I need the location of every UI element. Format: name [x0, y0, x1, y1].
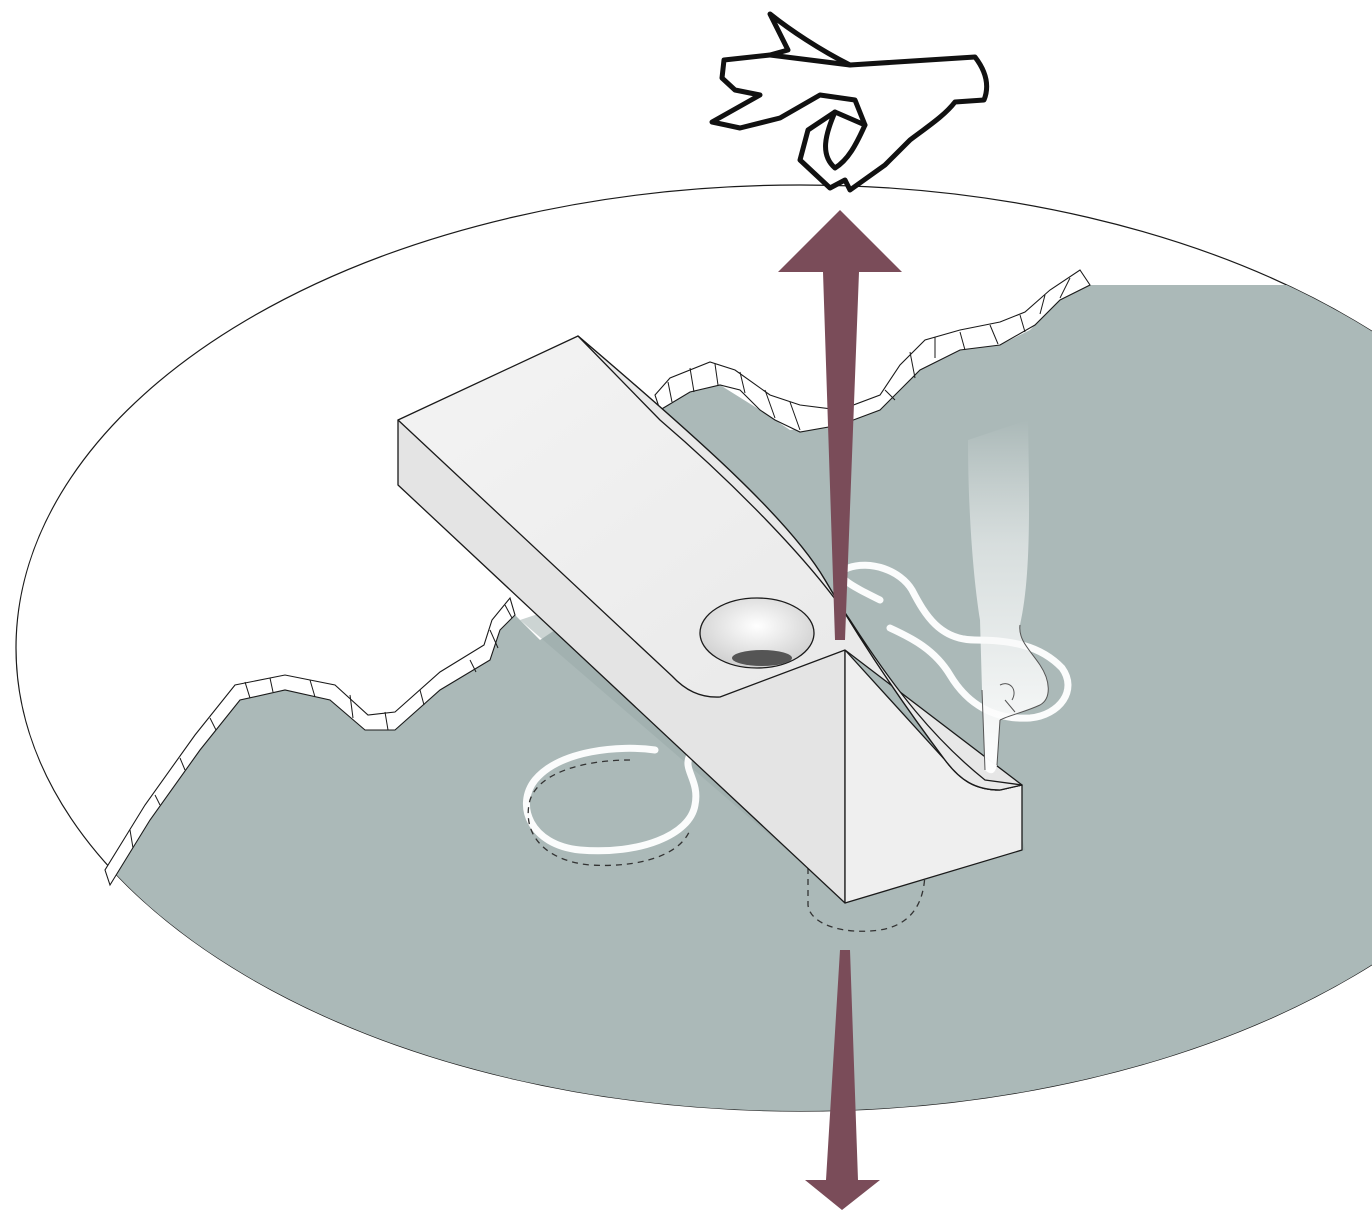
block-hole — [699, 597, 815, 669]
pinch-hand-icon — [709, 11, 990, 193]
pointing-finger-icon — [968, 420, 1049, 774]
block-ridge — [577, 335, 1023, 791]
torn-edge-hatching — [129, 277, 1071, 849]
dashed-outline-left — [527, 759, 691, 867]
double-headed-arrow-icon — [778, 210, 902, 1210]
ground-path-right — [837, 561, 1072, 722]
block — [397, 335, 1023, 904]
torn-edge — [104, 269, 1091, 887]
